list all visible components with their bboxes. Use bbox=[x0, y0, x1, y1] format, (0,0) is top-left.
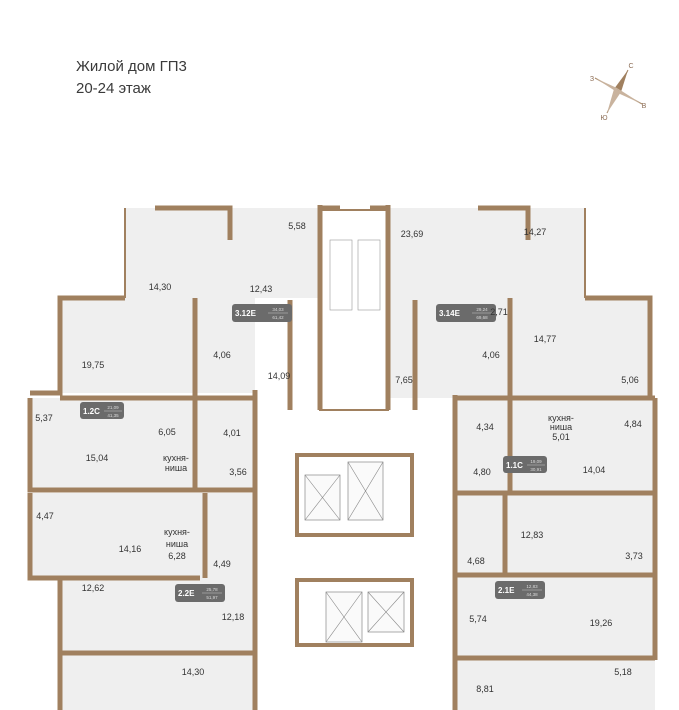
room-area: 12,43 bbox=[250, 284, 273, 294]
building-name: Жилой дом ГП3 bbox=[76, 58, 187, 75]
kitchen-label: ниша bbox=[550, 422, 572, 432]
compass-north: С bbox=[628, 63, 633, 70]
apartment-total-area: 61,42 bbox=[272, 315, 284, 320]
apartment-total-area: 51,97 bbox=[206, 595, 218, 600]
room-area: 7,65 bbox=[395, 375, 413, 385]
apartment-total-area: 30,91 bbox=[530, 467, 542, 472]
room-area: 4,34 bbox=[476, 422, 494, 432]
room-area: 5,58 bbox=[288, 221, 306, 231]
room-area: 4,80 bbox=[473, 467, 491, 477]
room-area: 4,49 bbox=[213, 559, 231, 569]
compass-south: Ю bbox=[600, 115, 607, 122]
room-area: 14,16 bbox=[119, 544, 142, 554]
room-area: 14,30 bbox=[182, 667, 205, 677]
room-area: 12,62 bbox=[82, 583, 105, 593]
room-labels: 5,58 23,69 14,27 14,30 12,43 19,75 4,06 … bbox=[35, 221, 643, 694]
apartment-badge-2-2[interactable]: 2.2Е 25,78 51,97 bbox=[175, 584, 225, 602]
room-area: 14,04 bbox=[583, 465, 606, 475]
compass-west: З bbox=[590, 76, 594, 83]
apartment-living-area: 25,78 bbox=[206, 587, 218, 592]
compass-icon: С З В Ю bbox=[590, 63, 647, 122]
room-area: 14,77 bbox=[534, 334, 557, 344]
room-area: 14,27 bbox=[524, 227, 547, 237]
apartment-living-area: 21,09 bbox=[107, 405, 119, 410]
apartment-areas bbox=[30, 208, 655, 710]
walls bbox=[27, 205, 658, 710]
elevator-icon bbox=[304, 461, 405, 643]
stairs bbox=[329, 239, 381, 311]
apartment-total-area: 69,68 bbox=[476, 315, 488, 320]
room-area: 5,18 bbox=[614, 667, 632, 677]
kitchen-label: кухня- bbox=[163, 453, 189, 463]
room-area: 4,84 bbox=[624, 419, 642, 429]
room-area: 14,09 bbox=[268, 371, 291, 381]
room-area: 5,01 bbox=[552, 432, 570, 442]
plan-title: Жилой дом ГП3 20-24 этаж bbox=[76, 56, 187, 100]
apartment-code: 3.14Е bbox=[439, 309, 461, 318]
apartment-total-area: 41,35 bbox=[107, 413, 119, 418]
room-area: 6,05 bbox=[158, 427, 176, 437]
room-area: 12,83 bbox=[521, 530, 544, 540]
apartment-code: 3.12Е bbox=[235, 309, 257, 318]
apartment-code: 1.1С bbox=[506, 461, 523, 470]
room-area: 4,06 bbox=[482, 350, 500, 360]
room-area: 6,28 bbox=[168, 551, 186, 561]
room-area: 5,37 bbox=[35, 413, 53, 423]
room-area: 15,04 bbox=[86, 453, 109, 463]
room-area: 3,56 bbox=[229, 467, 247, 477]
room-area: 12,18 bbox=[222, 612, 245, 622]
kitchen-label: ниша bbox=[165, 463, 187, 473]
kitchen-label: кухня- bbox=[548, 413, 574, 423]
apartment-total-area: 44,38 bbox=[526, 592, 538, 597]
room-area: 4,47 bbox=[36, 511, 54, 521]
apartment-badge-1-2[interactable]: 1.2С 21,09 41,35 bbox=[80, 402, 124, 419]
room-area: 4,68 bbox=[467, 556, 485, 566]
compass-east: В bbox=[642, 103, 647, 110]
apartment-badge-1-1[interactable]: 1.1С 19,09 30,91 bbox=[503, 456, 547, 473]
room-area: 5,74 bbox=[469, 614, 487, 624]
room-area: 4,01 bbox=[223, 428, 241, 438]
apartment-living-area: 19,09 bbox=[530, 459, 542, 464]
room-area: 8,81 bbox=[476, 684, 494, 694]
room-area: 3,73 bbox=[625, 551, 643, 561]
room-area: 5,06 bbox=[621, 375, 639, 385]
room-area: 19,75 bbox=[82, 360, 105, 370]
apartment-living-area: 12,83 bbox=[526, 584, 538, 589]
room-area: 23,69 bbox=[401, 229, 424, 239]
room-area: 4,06 bbox=[213, 350, 231, 360]
balcony-walls bbox=[124, 208, 586, 298]
kitchen-label: кухня- bbox=[164, 527, 190, 537]
room-area: 14,30 bbox=[149, 282, 172, 292]
room-area: 2,71 bbox=[490, 307, 508, 317]
kitchen-label: ниша bbox=[166, 539, 188, 549]
apartment-living-area: 29,24 bbox=[476, 307, 488, 312]
floor-range: 20-24 этаж bbox=[76, 80, 151, 97]
apartment-code: 2.2Е bbox=[178, 589, 195, 598]
apartment-badge-2-1[interactable]: 2.1Е 12,83 44,38 bbox=[495, 581, 545, 599]
apartment-code: 1.2С bbox=[83, 407, 100, 416]
room-area: 19,26 bbox=[590, 618, 613, 628]
apartment-badge-3-12[interactable]: 3.12Е 34,03 61,42 bbox=[232, 304, 292, 322]
apartment-living-area: 34,03 bbox=[272, 307, 284, 312]
apartment-code: 2.1Е bbox=[498, 586, 515, 595]
apartment-badge-3-14[interactable]: 3.14Е 29,24 69,68 bbox=[436, 304, 496, 322]
